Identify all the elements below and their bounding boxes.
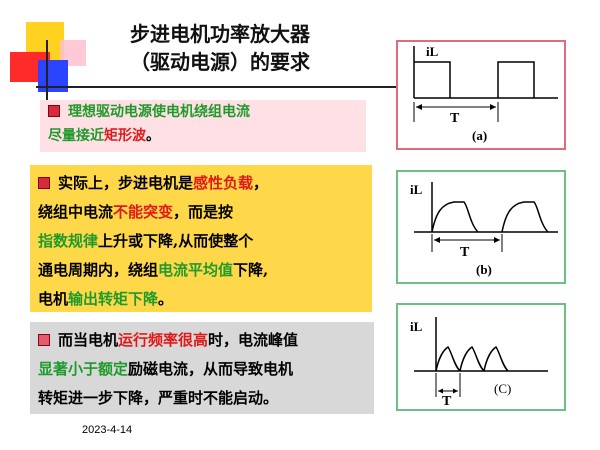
p1-text-5: 。 <box>146 128 160 144</box>
p2-text-14: 。 <box>158 290 174 308</box>
figure-a-waveform: iL T (a) <box>413 44 558 143</box>
p3-text-6: 转矩进一步下降，严重时不能启动。 <box>38 389 279 407</box>
paragraph-ideal-drive: 理想驱动电源使电机绕组电流 尽量接近矩形波。 <box>40 100 366 152</box>
figure-b-waveform: iL T (b) <box>410 182 558 277</box>
figure-c-panel: iL T (C) <box>396 303 566 411</box>
bullet-icon <box>38 177 50 189</box>
figure-a-caption: (a) <box>472 128 487 143</box>
figure-c-caption: (C) <box>494 381 511 396</box>
p3-text-4: 显著小于额定 <box>38 360 129 378</box>
figure-c-waveform: iL T (C) <box>410 317 548 409</box>
p2-text-1: 实际上，步进电机是 <box>58 174 194 192</box>
p2-text-4: 绕组中电流 <box>38 203 114 221</box>
p1-text-4: 矩形波 <box>104 128 146 144</box>
figure-a-ylabel: iL <box>426 44 439 59</box>
p2-text-2: 感性负载 <box>193 174 254 192</box>
p1-text-2: 绕组电流 <box>194 104 250 120</box>
paragraph-inductive-load: 实际上，步进电机是感性负载， 绕组中电流不能突变，而是按 指数规律上升或下降,从… <box>30 165 372 312</box>
p1-text-3: 尽量接近 <box>48 128 104 144</box>
p2-text-5: 不能突变 <box>113 203 174 221</box>
p3-text-2: 运行频率很高 <box>118 331 209 349</box>
bullet-icon <box>38 334 50 346</box>
p2-text-7: 指数规律 <box>38 232 99 250</box>
p3-text-3: 时，电流峰值 <box>208 331 299 349</box>
decor-vertical-line <box>46 40 48 110</box>
title-line-1: 步进电机功率放大器 <box>130 22 310 46</box>
figure-a-panel: iL T (a) <box>396 40 566 150</box>
p3-text-1: 而当电机 <box>58 331 119 349</box>
p2-text-6: ，而是按 <box>173 203 234 221</box>
paragraph-high-frequency: 而当电机运行频率很高时，电流峰值 显著小于额定励磁电流，从而导致电机 转矩进一步… <box>30 322 374 414</box>
title-underline <box>36 86 406 88</box>
figure-b-panel: iL T (b) <box>396 170 566 284</box>
figure-b-period-label: T <box>460 245 470 260</box>
slide-date: 2023-4-14 <box>82 424 133 436</box>
bullet-icon <box>48 105 60 117</box>
figure-b-caption: (b) <box>476 262 492 277</box>
p2-text-9: 通电周期内，绕组 <box>38 261 159 279</box>
figure-c-ylabel: iL <box>410 319 423 334</box>
p3-text-5: 励磁电流，从而导致电机 <box>128 360 294 378</box>
p2-text-12: 电机 <box>38 290 69 308</box>
figure-b-ylabel: iL <box>410 182 423 197</box>
p1-text-1: 理想驱动电源使电机 <box>68 104 194 120</box>
p2-text-3: ， <box>253 174 269 192</box>
title-line-2: （驱动电源）的要求 <box>130 50 310 74</box>
p2-text-13: 输出转矩下降 <box>68 290 159 308</box>
figure-c-period-label: T <box>442 394 452 409</box>
p2-text-11: 下降, <box>233 261 269 279</box>
p2-text-10: 电流平均值 <box>158 261 234 279</box>
figure-a-period-label: T <box>450 111 460 126</box>
page-title: 步进电机功率放大器 （驱动电源）的要求 <box>70 20 370 76</box>
p2-text-8: 上升或下降,从而使整个 <box>98 232 254 250</box>
